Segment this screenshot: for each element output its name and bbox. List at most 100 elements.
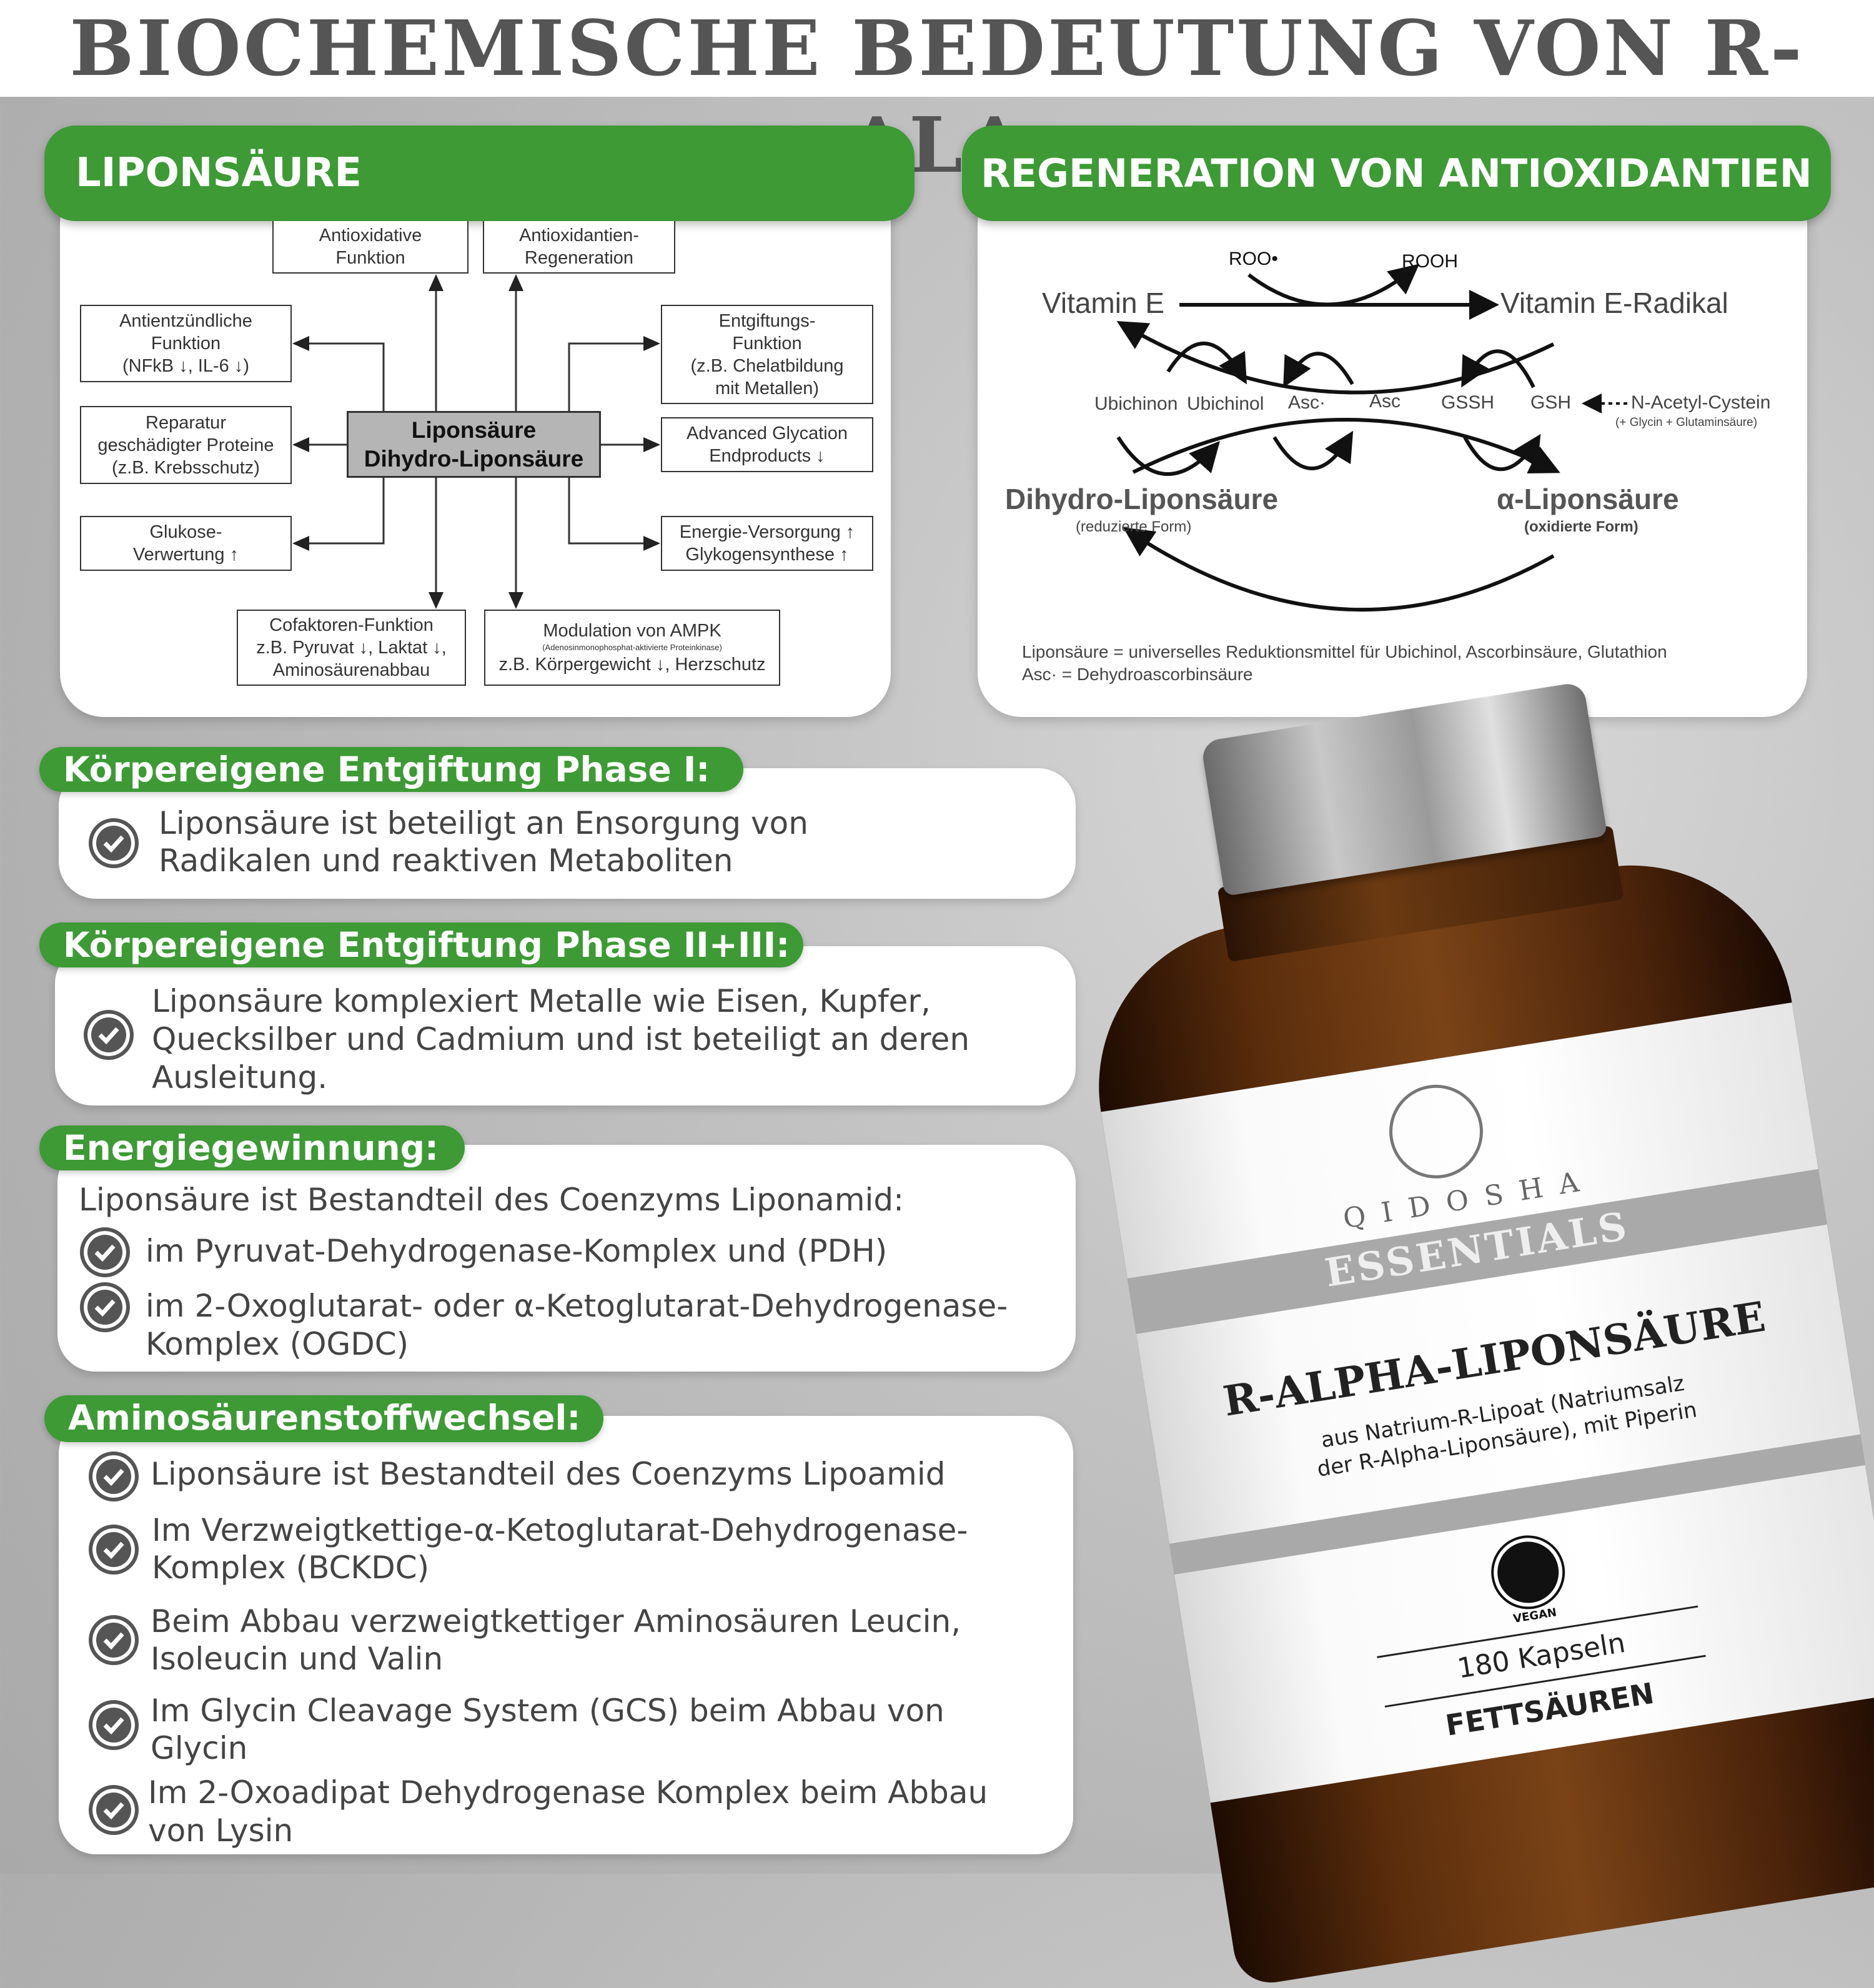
asc-label: Asc — [1369, 391, 1401, 412]
check-icon — [89, 818, 139, 868]
check-icon — [89, 1615, 139, 1665]
gssh-label: GSSH — [1441, 392, 1495, 413]
check-icon — [89, 1451, 139, 1501]
dihydro-label: Dihydro-Liponsäure — [1005, 483, 1279, 515]
box-text: Dihydro-Liponsäure — [364, 445, 584, 472]
rooh-label: ROOH — [1402, 251, 1458, 272]
ubichinon-label: Ubichinon — [1094, 393, 1178, 414]
item-text: im 2-Oxoglutarat- oder α-Ketoglutarat-De… — [146, 1288, 1008, 1324]
item-text: Im Glycin Cleavage System (GCS) beim Abb… — [151, 1693, 944, 1729]
section-label-energie: Energiegewinnung: — [39, 1125, 465, 1170]
box-text: Endproducts ↓ — [709, 446, 825, 466]
check-icon — [89, 1785, 139, 1835]
box-text: Glykogensynthese ↑ — [685, 545, 849, 565]
section-label-aminosaeuren: Aminosäurenstoffwechsel: — [44, 1395, 603, 1442]
gsh-label: GSH — [1530, 392, 1572, 413]
diagram-connectors — [292, 274, 660, 609]
check-icon — [89, 1525, 139, 1575]
box-text: Energie-Versorgung ↑ — [679, 522, 855, 542]
footnote-2: Asc· = Dehydroascorbinsäure — [1022, 665, 1253, 684]
box-text: (z.B. Krebsschutz) — [112, 457, 260, 478]
box-text: Verwertung ↑ — [132, 545, 239, 565]
section-card-energie — [57, 1145, 1076, 1372]
item-text: Beim Abbau verzweigtkettiger Aminosäuren… — [151, 1603, 961, 1639]
box-regeneration: Antioxidantien- Regeneration — [483, 221, 675, 274]
box-text: Cofaktoren-Funktion — [269, 615, 434, 635]
footnote-1: Liponsäure = universelles Reduktionsmitt… — [1022, 642, 1667, 661]
check-icon — [84, 1010, 134, 1060]
item-text: von Lysin — [148, 1812, 294, 1849]
section-label-phase1: Körpereigene Entgiftung Phase I: — [39, 747, 743, 792]
item-text: Im 2-Oxoadipat Dehydrogenase Komplex bei… — [148, 1774, 988, 1811]
vitamin-e-label: Vitamin E — [1042, 287, 1165, 319]
product-label: QIDOSHA ESSENTIALS R-ALPHA-LIPONSÄURE au… — [1101, 1002, 1874, 1803]
vitamin-e-radikal-label: Vitamin E-Radikal — [1500, 287, 1728, 319]
box-text: Advanced Glycation — [687, 423, 848, 443]
box-energie: Energie-Versorgung ↑ Glykogensynthese ↑ — [661, 516, 873, 571]
section-intro: Liponsäure ist Bestandteil des Coenzyms … — [79, 1182, 904, 1218]
item-text: Ausleitung. — [152, 1059, 328, 1095]
item-text: Liponsäure komplexiert Metalle wie Eisen… — [152, 983, 931, 1019]
antioxidantien-header-text: REGENERATION VON ANTIOXIDANTIEN — [981, 151, 1812, 196]
title-bar: BIOCHEMISCHE BEDEUTUNG VON R-ALA — [0, 0, 1874, 190]
item-text: Komplex (OGDC) — [146, 1326, 409, 1362]
box-text: (z.B. Chelatbildung — [690, 355, 844, 376]
liponsaeure-header: LIPONSÄURE — [44, 126, 915, 221]
item-text: Liponsäure ist beteiligt an Ensorgung vo… — [159, 805, 808, 841]
box-text: Antioxidative — [319, 225, 422, 245]
box-cofaktoren: Cofaktoren-Funktion z.B. Pyruvat ↓, Lakta… — [237, 610, 466, 686]
check-icon — [80, 1227, 130, 1277]
box-text: geschädigter Proteine — [97, 435, 274, 455]
check-icon — [89, 1700, 139, 1750]
vegan-leaf-icon — [1489, 1533, 1568, 1612]
box-text: Funktion — [732, 333, 802, 354]
section-card-aminosaeuren — [59, 1416, 1073, 1854]
box-ampk: Modulation von AMPK (Adenosinmonophosphat… — [484, 610, 780, 686]
redox-cycle-arrows — [1116, 264, 1627, 612]
nac-sub-label: (+ Glycin + Glutaminsäure) — [1615, 416, 1758, 429]
dihydro-sub-label: (reduzierte Form) — [1076, 518, 1192, 535]
box-text: Funktion — [151, 334, 221, 354]
box-text: Liponsäure — [411, 417, 537, 443]
alpha-sub-label: (oxidierte Form) — [1524, 518, 1639, 535]
alpha-label: α-Liponsäure — [1497, 483, 1679, 515]
item-text: Im Verzweigtkettige-α-Ketoglutarat-Dehyd… — [152, 1512, 968, 1548]
item-text: im Pyruvat-Dehydrogenase-Komplex und (PD… — [146, 1233, 888, 1269]
box-text: z.B. Körpergewicht ↓, Herzschutz — [498, 655, 766, 675]
box-text: Antioxidantien- — [519, 225, 639, 245]
box-text: z.B. Pyruvat ↓, Laktat ↓, — [256, 638, 447, 658]
asc-radical-label: Asc· — [1288, 392, 1326, 413]
ubichinol-label: Ubichinol — [1187, 393, 1264, 414]
nac-label: N-Acetyl-Cystein — [1631, 392, 1771, 413]
box-text: Regeneration — [524, 248, 634, 268]
item-text: Radikalen und reaktiven Metaboliten — [159, 843, 733, 879]
page-title: BIOCHEMISCHE BEDEUTUNG VON R-ALA — [69, 3, 1805, 190]
item-text: Glycin — [151, 1730, 248, 1766]
box-text: Glukose- — [149, 522, 222, 542]
box-text: (Adenosinmonophosphat-aktivierte Protein… — [542, 643, 722, 652]
box-text: Modulation von AMPK — [543, 621, 721, 641]
roo-label: ROO• — [1229, 249, 1278, 269]
item-text: Isoleucin und Valin — [151, 1641, 444, 1677]
box-text: (NFkB ↓, IL-6 ↓) — [122, 356, 249, 376]
section-label-phase2: Körpereigene Entgiftung Phase II+III: — [39, 922, 803, 967]
box-text: mit Metallen) — [715, 378, 819, 398]
antioxidantien-header: REGENERATION VON ANTIOXIDANTIEN — [962, 126, 1831, 221]
section-card-phase2 — [55, 946, 1076, 1105]
item-text: Quecksilber und Cadmium und ist beteilig… — [152, 1021, 970, 1057]
box-text: Entgiftungs- — [718, 310, 816, 331]
box-text: Funktion — [335, 248, 405, 268]
item-text: Komplex (BCKDC) — [152, 1550, 430, 1586]
check-icon — [80, 1282, 130, 1332]
box-glukose: Glukose- Verwertung ↑ — [80, 516, 292, 571]
brand-logo-icon — [1382, 1077, 1490, 1185]
liponsaeure-header-text: LIPONSÄURE — [76, 150, 362, 196]
box-text: Reparatur — [146, 412, 226, 433]
box-text: Aminosäurenabbau — [272, 660, 430, 680]
